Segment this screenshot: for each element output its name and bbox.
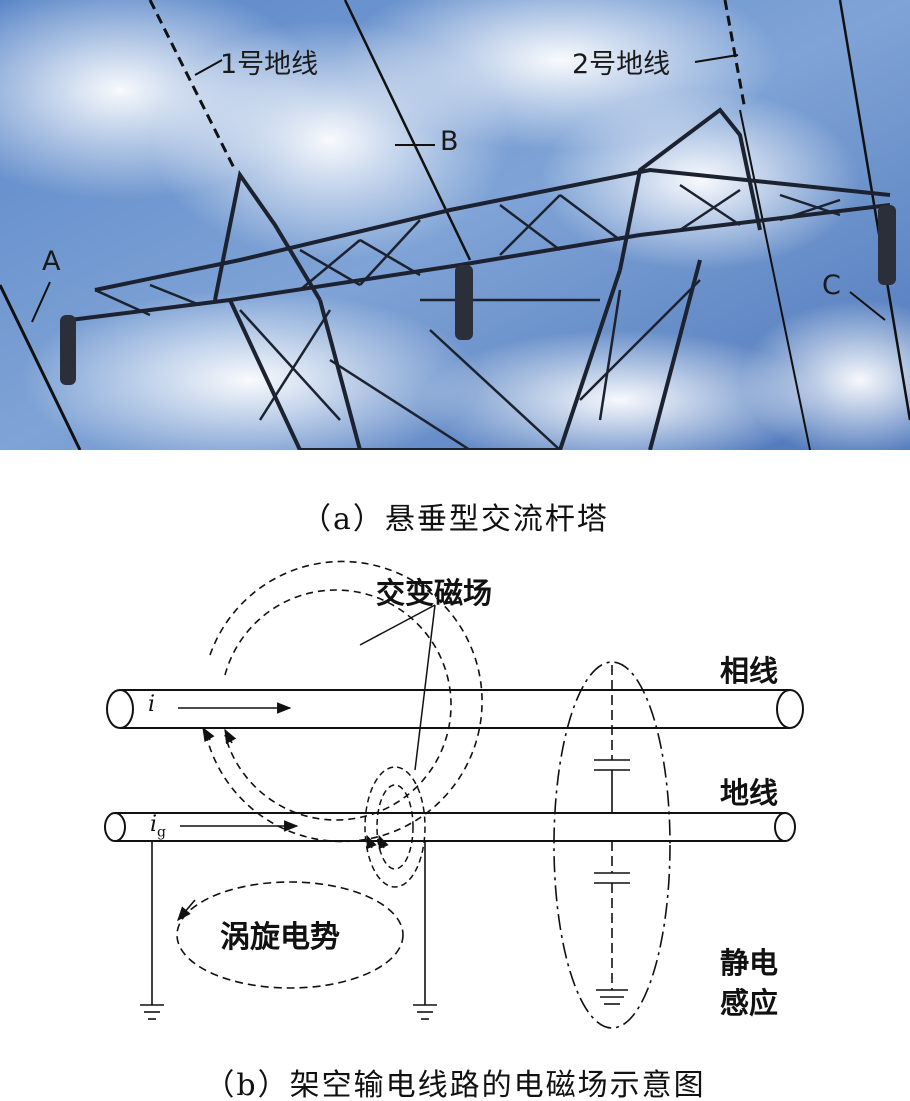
eddy-emf-loop — [176, 881, 404, 989]
phase-magnetic-field-loops — [202, 560, 483, 843]
ground-current-subscript: g — [157, 824, 167, 841]
static-induction-loop — [553, 661, 671, 1029]
tower-lattice — [69, 107, 891, 450]
phase-current-symbol: i — [148, 692, 156, 717]
insulators — [60, 205, 896, 385]
caption-a: （a）悬垂型交流杆塔 — [301, 502, 609, 537]
ground-current-symbol: ig — [150, 812, 166, 840]
ground-line-cylinder — [104, 812, 796, 842]
phase-c-label: C — [822, 270, 841, 301]
field-label-leaders — [359, 604, 436, 771]
alternating-field-label: 交变磁场 — [376, 576, 493, 610]
phase-b-label: B — [440, 126, 459, 157]
static-induction-label-line1: 静电 — [720, 946, 779, 980]
grounding-leads — [140, 841, 437, 1020]
phase-b-wire — [343, 0, 472, 261]
ground-wire-2-label: 2号地线 — [572, 49, 671, 80]
static-induction-label-line2: 感应 — [720, 986, 779, 1020]
label-leaders — [31, 54, 886, 323]
ground-current-letter: i — [150, 812, 158, 837]
caption-b: （b）架空输电线路的电磁场示意图 — [204, 1068, 706, 1101]
phase-line-label: 相线 — [720, 654, 779, 688]
wires — [0, 0, 910, 450]
eddy-emf-label: 涡旋电势 — [220, 920, 340, 955]
phase-line-cylinder — [106, 689, 804, 729]
clouds — [0, 0, 910, 450]
ground-wire-1-label: 1号地线 — [220, 49, 319, 80]
transmission-tower-photo — [0, 0, 910, 450]
electromagnetic-field-diagram — [104, 560, 804, 1029]
ground-line-label: 地线 — [720, 776, 779, 810]
phase-a-wire — [0, 284, 82, 450]
phase-a-label: A — [42, 246, 61, 277]
phase-c-wire — [838, 0, 910, 421]
ground-magnetic-field-loops — [364, 766, 426, 888]
